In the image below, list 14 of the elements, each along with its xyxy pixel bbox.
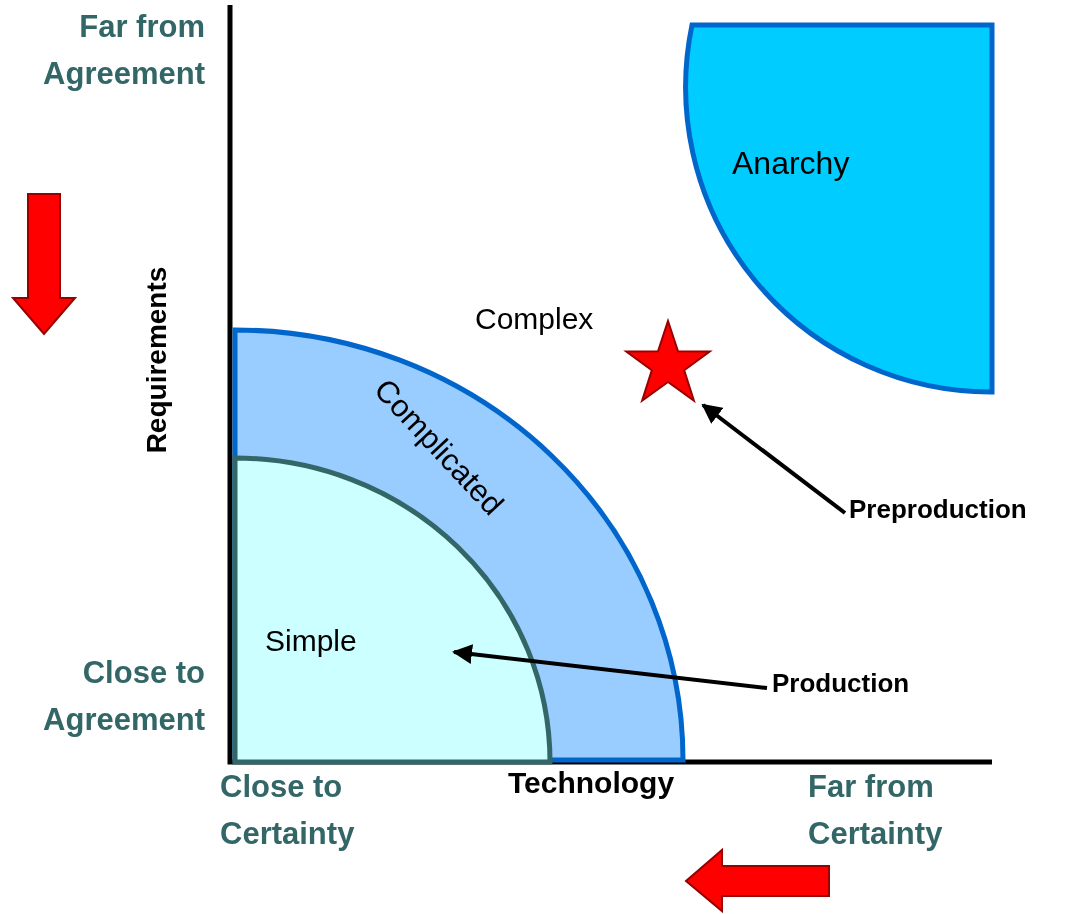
callout-label: Production: [772, 668, 910, 699]
axis-label: Requirements: [140, 265, 173, 456]
scale-label: Far from Certainty: [808, 768, 944, 853]
region-label: Anarchy: [732, 145, 850, 182]
arrow: [452, 644, 768, 690]
callout-label: Preproduction: [849, 494, 1027, 525]
scale-label: Close to Certainty: [220, 768, 356, 853]
region-label: Complex: [475, 301, 594, 337]
quarter-circle-region: [686, 25, 992, 393]
region-label: Simple: [265, 624, 357, 658]
scale-label: Far from Agreement: [42, 8, 205, 93]
axis-label: Technology: [508, 765, 675, 801]
scale-label: Close to Agreement: [42, 654, 205, 739]
arrow: [701, 403, 847, 515]
